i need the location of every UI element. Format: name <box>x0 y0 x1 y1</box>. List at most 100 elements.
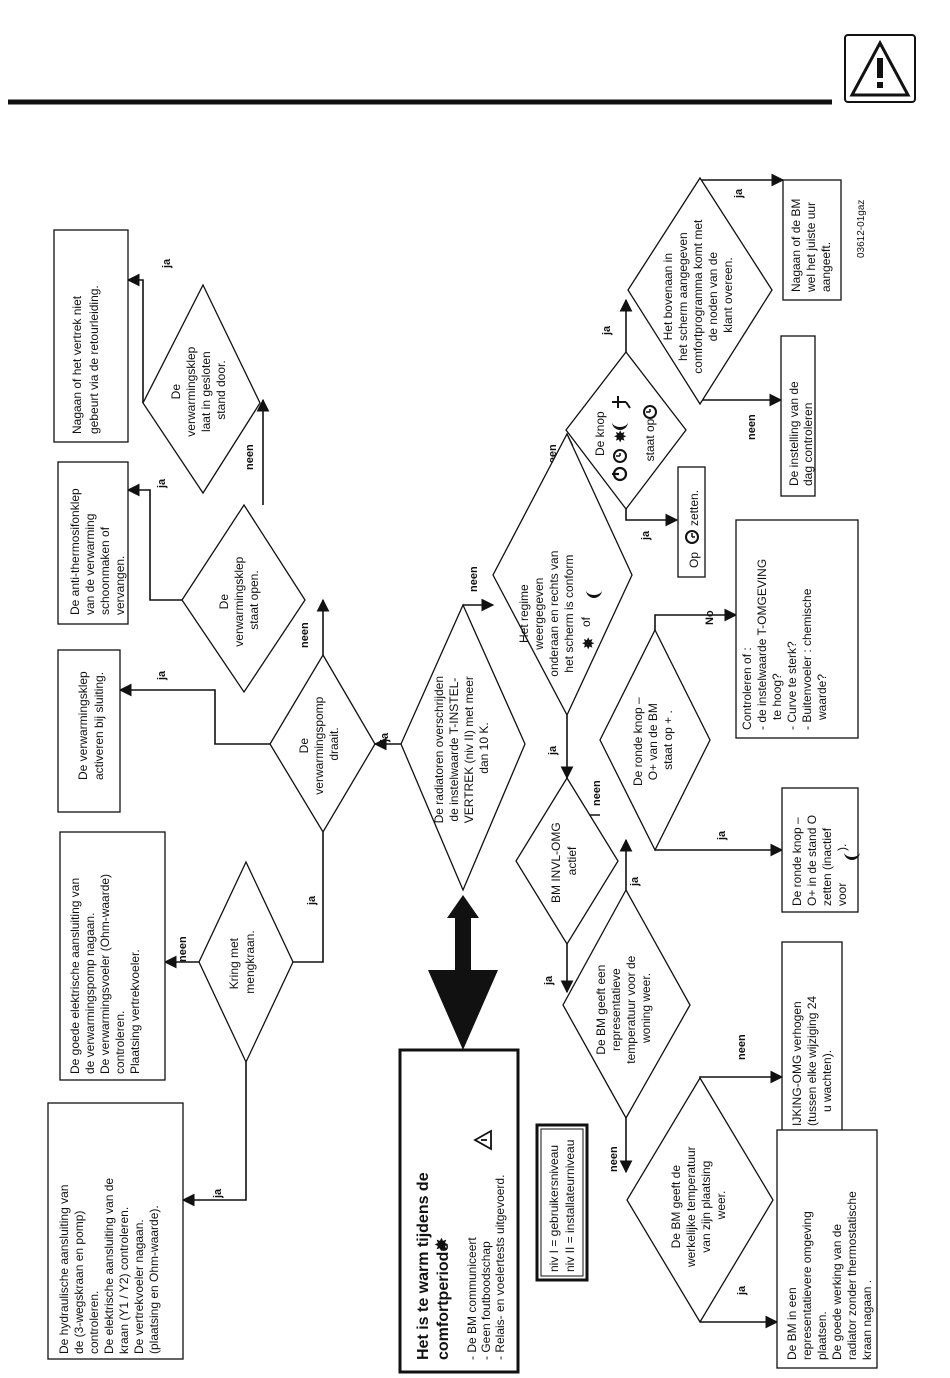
diamond-radiators-exceed: De radiatoren overschrijden de instelwaa… <box>400 603 526 892</box>
activate-valve-line: De verwarmingsklep <box>76 671 90 780</box>
sun-icon: ✸ <box>432 1237 453 1252</box>
svg-text:De BM geeft een repre: De BM geeft een representatieve temperat… <box>594 952 653 1063</box>
bm-invl-line: BM INVL-OMG <box>549 822 563 903</box>
electric-line: controleren. <box>113 1011 127 1074</box>
diamond-pump-running: De verwarmingspomp draait. <box>269 653 376 834</box>
knob-position-line: De knop <box>593 411 607 456</box>
intro-line: - De BM communiceert <box>465 1237 479 1360</box>
diamond-mixing-circuit: Kring met mengkraan. <box>198 860 294 1064</box>
label-ja-3: ja <box>379 732 391 743</box>
label-ja-1: ja <box>212 1188 224 1199</box>
program-match-line: Het bovenaan in <box>661 253 675 340</box>
round-knob-plus-line: De ronde knop – <box>631 697 645 786</box>
round-knob-o-line: De ronde knop – <box>790 817 804 906</box>
svg-text:BM INVL-OMG actief: BM INVL-OMG actief <box>549 819 579 903</box>
diamond-regime-shown: Het regime weergegeven onderaan en recht… <box>492 432 633 717</box>
svg-text:De BM geeft de werkel: De BM geeft de werkelijke temperatuur va… <box>669 1143 728 1268</box>
svg-text:IJKING-OMG verhogen (tu: IJKING-OMG verhogen (tussen elke wijzigi… <box>790 993 834 1126</box>
hydraulic-line: kraan (Y1 / Y2) controleren. <box>117 1207 131 1354</box>
place-bm-line: De BM in een <box>785 1287 799 1360</box>
diamond-bm-invl: BM INVL-OMG actief <box>515 776 619 946</box>
svg-text:De verwarmingsklep acti: De verwarmingsklep activeren bij sluitin… <box>76 668 106 780</box>
radiators-exceed-line: VERTREK (niv II) met meer <box>462 676 476 823</box>
anti-thermo-line: schoonmaken of <box>98 526 112 615</box>
radiators-exceed-line: de instelwaarde T-INSTEL- <box>447 678 461 822</box>
place-bm-line: radiator zonder thermostatische <box>845 1191 859 1360</box>
round-knob-o-line: voor <box>835 883 849 906</box>
label-ja-13: ja <box>629 876 641 887</box>
box-round-knob-o: De ronde knop – O+ in de stand O zetten … <box>781 787 860 913</box>
box-electric: De goede elektrische aansluiting van de … <box>59 831 166 1081</box>
diamond-bm-representative: De BM geeft een representatieve temperat… <box>562 888 691 1120</box>
hydraulic-line: (plaatsing en Ohm-waarde). <box>147 1205 161 1354</box>
hydraulic-line: de (3-wegskraan en pomp) <box>72 1211 86 1354</box>
electric-line: De goede elektrische aansluiting van <box>68 878 82 1074</box>
controls-line: - de instelwaarde T-OMGEVING <box>755 559 769 730</box>
electric-line: De verwarmingsvoeler (Ohm-waarde) <box>98 874 112 1074</box>
svg-text:De goede elektrische aanslu: De goede elektrische aansluiting van de … <box>68 871 142 1074</box>
set-op-line: Op <box>687 552 701 568</box>
intro-line: - Relais- en voelertests uitgevoerd. <box>493 1175 507 1360</box>
hydraulic-line: De elektrische aansluiting van de <box>102 1178 116 1354</box>
valve-open-line: verwarmingsklep <box>232 556 246 646</box>
place-bm-line: plaatsen. <box>815 1311 829 1360</box>
program-match-line: het scherm aangegeven <box>676 232 690 361</box>
regime-shown-line: Het regime <box>517 584 531 643</box>
start-arrow <box>428 895 498 1050</box>
round-knob-o-line: O+ in de stand O <box>805 815 819 906</box>
bm-real-line: van zijn plaatsing <box>699 1161 713 1253</box>
set-op-line: zetten. <box>687 490 701 526</box>
controls-line: te hoog? <box>770 673 784 720</box>
controls-line: - Curve te sterk? <box>785 641 799 730</box>
label-ja-6: ja <box>161 258 173 269</box>
regime-shown-line: het scherm is conform <box>562 555 576 673</box>
svg-text:De instelling van de: De instelling van de dag controleren <box>787 378 815 486</box>
knob-position-line: staat op <box>643 418 657 461</box>
bm-representative-line: representatieve <box>609 968 623 1051</box>
label-ja-8: ja <box>640 530 652 541</box>
svg-text:De anti-thermosifonklep: De anti-thermosifonklep van de verwarmin… <box>68 485 127 615</box>
label-ja-2: ja <box>306 895 318 906</box>
day-settings-line: dag controleren <box>801 403 815 486</box>
controls-line: waarde? <box>815 674 829 721</box>
check-return-line: Nagaan of het vertrek niet <box>70 295 84 434</box>
svg-text:De radiatoren overschrijden: De radiatoren overschrijden de instelwaa… <box>432 673 491 824</box>
label-ja-9: ja <box>601 325 613 336</box>
label-ja-7: ja <box>547 745 559 756</box>
svg-text:✸: ✸ <box>611 430 630 443</box>
hydraulic-line: De vertrekvoeler nagaan. <box>132 1219 146 1354</box>
round-knob-plus-line: O+ van de BM <box>646 703 660 780</box>
controls-line: - Buitenvoeler : chemische <box>800 588 814 730</box>
svg-text:Controleren of : - de i: Controleren of : - de instelwaarde T-OMG… <box>740 555 829 730</box>
knob-symbols-icon: ✸ <box>611 396 631 482</box>
valve-closed-line: stand door. <box>214 360 228 419</box>
raise-ijking-line: (tussen elke wijziging 24 <box>805 996 819 1126</box>
label-neen-2: neen <box>299 622 311 648</box>
round-knob-o-line: ). <box>835 844 849 851</box>
box-hydraulic: De hydraulische aansluiting van de (3-we… <box>47 1102 184 1360</box>
diamond-round-knob-plus: De ronde knop – O+ van de BM staat op + … <box>599 628 711 852</box>
label-ja-14: ja <box>736 1285 748 1296</box>
diamond-knob-position: De knop staat op ✸ <box>565 350 687 511</box>
legend-line: niv I = gebruikersniveau <box>547 1145 561 1272</box>
pump-running-line: verwarmingspomp <box>312 696 326 794</box>
label-neen-9: neen <box>736 1034 748 1060</box>
page-title: Het is te warm tijdens de <box>415 1172 432 1360</box>
valve-closed-line: verwarmingsklep <box>184 346 198 436</box>
box-day-settings: De instelling van de dag controleren <box>780 335 816 497</box>
bm-invl-line: actief <box>565 846 579 875</box>
figure-code: 03612-01gaz <box>856 200 867 258</box>
box-activate-valve: De verwarmingsklep activeren bij sluitin… <box>57 649 121 813</box>
controls-line: Controleren of : <box>740 647 754 730</box>
moon-icon <box>844 852 860 860</box>
bm-real-line: werkelijke temperatuur <box>684 1146 698 1268</box>
anti-thermo-line: De anti-thermosifonklep <box>68 488 82 615</box>
svg-text:De verwarmingsklep: De verwarmingsklep laat in gesloten stan… <box>169 343 228 436</box>
svg-text:Kring met mengkraan.: Kring met mengkraan. <box>227 930 257 993</box>
box-raise-ijking: IJKING-OMG verhogen (tussen elke wijzigi… <box>781 941 843 1137</box>
svg-text:De knop staat op: De knop staat op <box>593 408 657 461</box>
svg-text:Op zetten.: Op zetten. <box>687 490 701 568</box>
regime-shown-line: weergegeven <box>532 578 546 651</box>
label-neen-4: neen <box>468 566 480 592</box>
